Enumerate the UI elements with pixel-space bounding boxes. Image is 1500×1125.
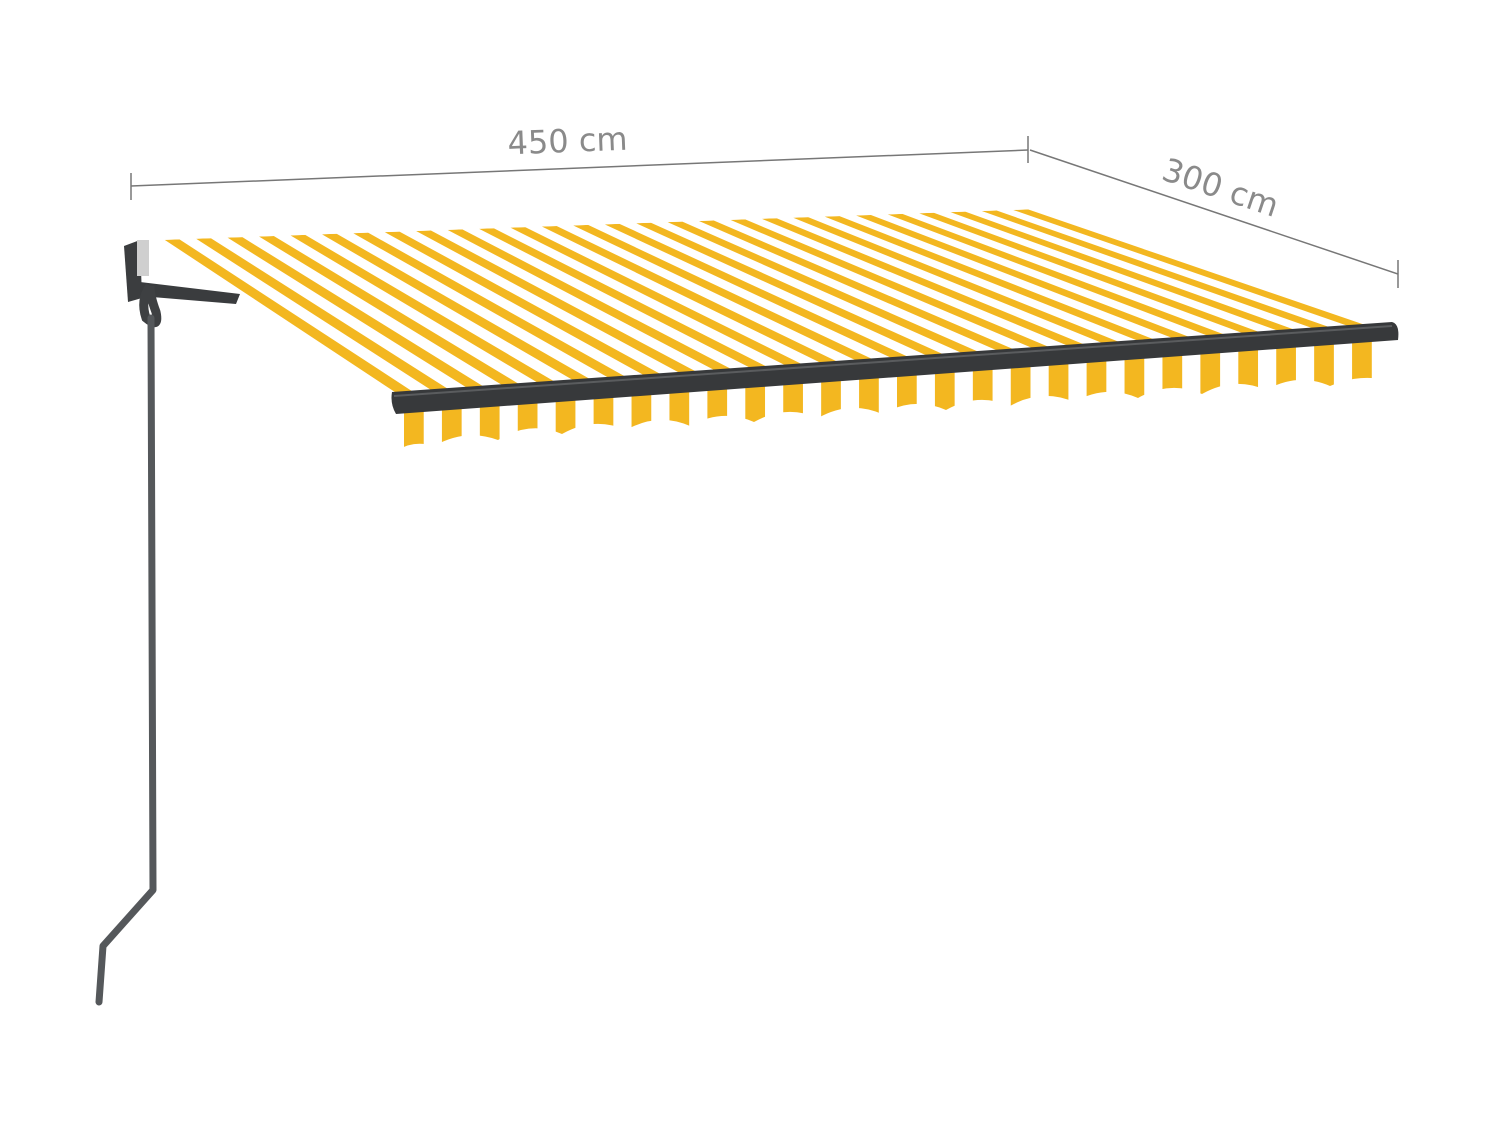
canopy-stripe <box>384 231 666 378</box>
canopy-stripe <box>856 214 1204 344</box>
canopy-stripe <box>950 211 1311 337</box>
canopy-stripe <box>1013 209 1383 332</box>
awning-canopy <box>160 209 1396 394</box>
canopy-stripe <box>353 232 630 380</box>
width-dimension-line <box>130 149 1029 187</box>
canopy-stripe <box>824 216 1168 346</box>
canopy-stripe <box>259 235 522 387</box>
front-bar <box>391 322 1399 414</box>
depth-dimension-line <box>1029 149 1399 275</box>
crank-handle <box>95 283 162 1006</box>
canopy-stripe <box>479 228 773 371</box>
wall-bracket <box>124 240 240 304</box>
canopy-stripe <box>793 217 1132 348</box>
canopy-stripe <box>919 212 1275 339</box>
width-dimension-label: 450 cm <box>507 120 628 163</box>
valance-stripe <box>479 394 500 450</box>
canopy-stripe <box>604 223 917 362</box>
canopy-stripe <box>573 224 881 364</box>
canopy-stripe <box>541 226 845 367</box>
canopy-stripe <box>699 220 1024 355</box>
canopy-stripe <box>447 229 737 374</box>
canopy-stripe <box>981 210 1347 335</box>
canopy-stripe <box>164 239 415 394</box>
canopy-stripe <box>667 221 988 358</box>
canopy-stripe <box>290 234 558 385</box>
valance-stripe <box>441 397 462 450</box>
canopy-stripe <box>416 230 702 376</box>
canopy-stripe <box>321 233 594 383</box>
canopy-stripe <box>636 222 953 360</box>
canopy-stripe <box>510 227 809 369</box>
dimension-width: 450 cm <box>130 120 1029 200</box>
canopy-stripe <box>227 237 486 390</box>
canopy-stripe <box>196 238 451 392</box>
canopy-stripe <box>761 218 1096 351</box>
canopy-stripe <box>730 219 1060 353</box>
canopy-stripe <box>887 213 1239 342</box>
